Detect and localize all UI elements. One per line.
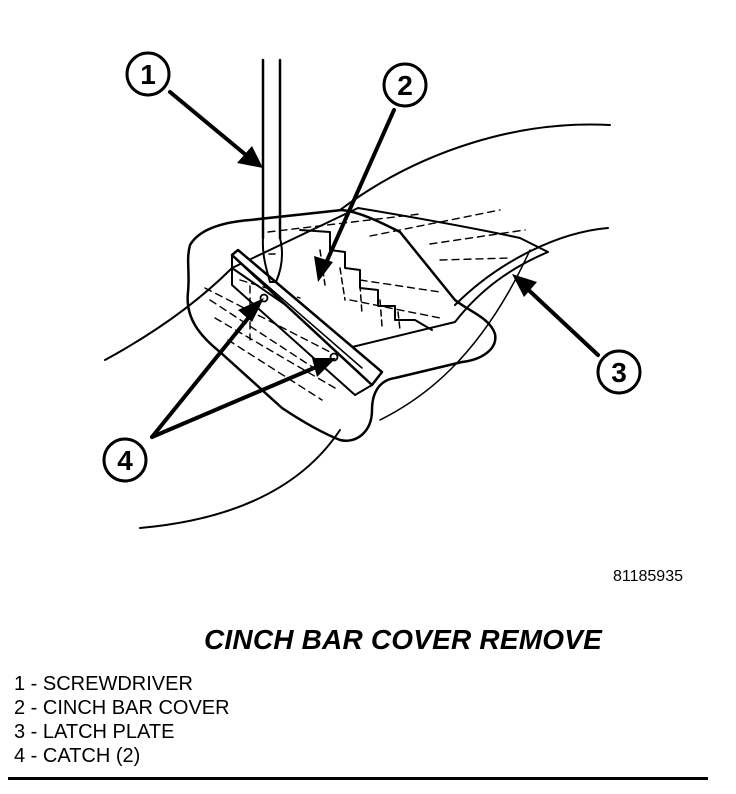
callout-2-number: 2 — [397, 70, 413, 101]
cinch-bar-plate — [230, 248, 384, 387]
legend-item-catch: 4 - CATCH (2) — [14, 745, 141, 767]
catch-right — [329, 352, 339, 362]
webbing-surface — [231, 207, 549, 349]
figure-title: CINCH BAR COVER REMOVE — [204, 624, 602, 655]
latch-plate-outline — [186, 208, 497, 443]
legend-item-screwdriver: 1 - SCREWDRIVER — [14, 673, 193, 695]
callout-4: 4 — [102, 437, 148, 483]
leader-arrows — [150, 90, 600, 439]
belt-webbing-right — [454, 227, 609, 306]
cinch-bar-teeth — [319, 249, 401, 331]
cinch-bar-cover — [299, 229, 433, 331]
legend-list: 1 - SCREWDRIVER 2 - CINCH BAR COVER 3 - … — [14, 672, 230, 768]
belt-webbing-lower — [139, 429, 341, 529]
screwdriver-tip — [261, 237, 284, 283]
belt-webbing-upper — [104, 267, 233, 361]
figure-id: 81185935 — [613, 568, 683, 585]
belt-webbing-lower-edge — [379, 249, 531, 421]
screwdriver-shaft — [261, 58, 282, 240]
callout-1-number: 1 — [140, 59, 156, 90]
cinch-bar-plate-inner — [239, 261, 363, 369]
callout-3: 3 — [596, 349, 642, 395]
legend-item-latch-plate: 3 - LATCH PLATE — [14, 721, 175, 743]
catch-left — [259, 293, 269, 303]
arrowheads — [237, 146, 537, 377]
callout-1: 1 — [125, 51, 171, 97]
cinch-bar-plate-face — [231, 254, 373, 396]
callout-4-number: 4 — [117, 445, 133, 476]
callout-2: 2 — [382, 62, 428, 108]
cinch-bar-cover-illustration: 1 2 3 4 — [102, 51, 642, 529]
legend-item-cinch-bar-cover: 2 - CINCH BAR COVER — [14, 697, 230, 719]
callout-3-number: 3 — [611, 357, 627, 388]
belt-webbing-upper-edge — [339, 123, 611, 211]
bottom-divider — [8, 777, 708, 780]
